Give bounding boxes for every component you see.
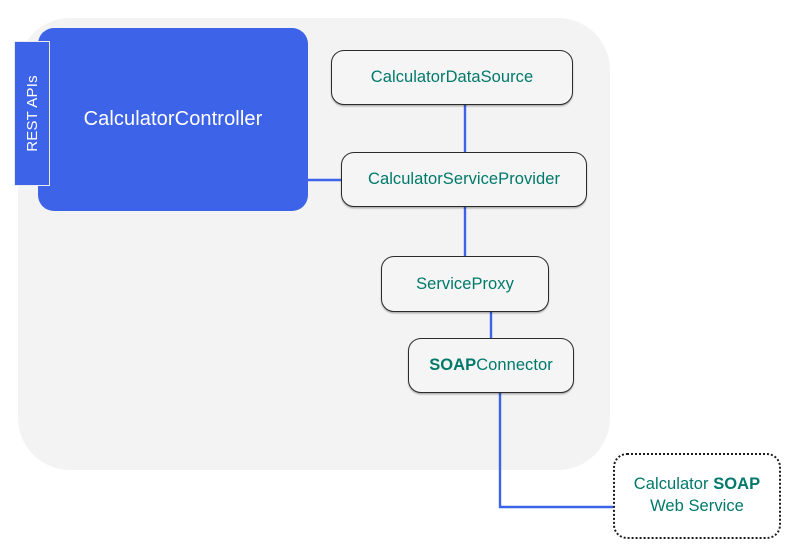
node-calculator-service-provider-label: CalculatorServiceProvider: [368, 170, 560, 188]
node-calculator-soap-web-service[interactable]: Calculator SOAP Web Service: [613, 453, 781, 539]
node-service-proxy[interactable]: ServiceProxy: [381, 256, 549, 312]
node-calculator-controller-label: CalculatorController: [83, 108, 263, 130]
node-calculator-service-provider[interactable]: CalculatorServiceProvider: [341, 152, 587, 207]
node-soap-connector-label-rest: Connector: [476, 356, 553, 374]
node-calculator-controller[interactable]: CalculatorController: [38, 28, 308, 211]
node-soap-connector[interactable]: SOAPConnector: [408, 338, 574, 393]
external-label-prefix: Calculator: [633, 475, 714, 494]
external-label-bold: SOAP: [713, 475, 761, 494]
rest-apis-tab[interactable]: REST APIs: [14, 41, 50, 186]
node-calculator-soap-web-service-line1: Calculator SOAP: [634, 474, 760, 496]
node-calculator-datasource[interactable]: CalculatorDataSource: [331, 50, 573, 105]
node-service-proxy-label: ServiceProxy: [416, 274, 514, 293]
rest-apis-tab-label: REST APIs: [23, 75, 41, 152]
node-calculator-datasource-label: CalculatorDataSource: [370, 68, 534, 86]
node-soap-connector-label: SOAPConnector: [429, 356, 553, 375]
node-soap-connector-label-bold: SOAP: [429, 356, 477, 374]
node-calculator-soap-web-service-line2: Web Service: [650, 497, 744, 515]
